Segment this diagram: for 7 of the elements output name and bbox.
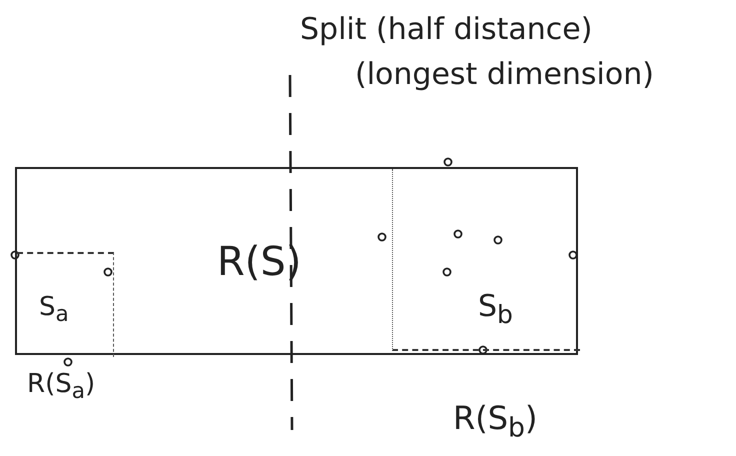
region-label: R(S$_{a}$) [27,369,96,404]
annotation-text: (longest dimension) [355,57,654,92]
annotation-text: Split (half distance) [300,12,592,47]
region-label: R(S$_{b}$) [453,399,538,444]
box-label: S$_{b}$ [478,289,513,329]
box-label: R(S) [217,239,302,285]
box-label: S$_{a}$ [39,292,69,328]
